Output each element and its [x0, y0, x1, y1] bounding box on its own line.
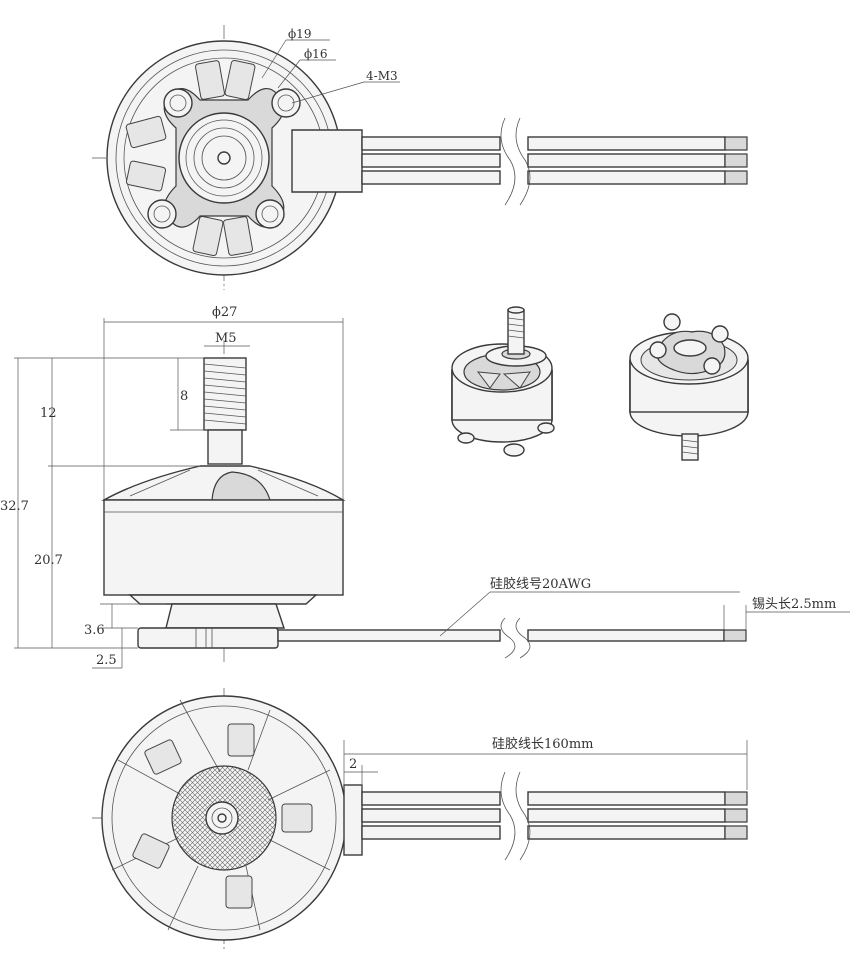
bell-body — [103, 499, 344, 596]
dim-shaft-height: 12 — [40, 406, 57, 421]
iso-view-bottom — [629, 313, 749, 461]
bottom-wires — [361, 771, 748, 861]
dim-base-height-b: 2.5 — [96, 653, 117, 668]
shaft-body — [207, 429, 243, 465]
screw-hole-2 — [271, 88, 301, 118]
bottom-wire-exit — [343, 784, 363, 856]
dim-thread-length: 8 — [180, 389, 188, 404]
dim-total-height: 32.7 — [0, 499, 29, 514]
top-view: ϕ19 ϕ16 4-M3 — [92, 25, 748, 290]
wire-length-label: 硅胶线长160mm — [492, 736, 593, 752]
screw-hole-3 — [147, 199, 177, 229]
iso-view-top — [451, 306, 555, 457]
dim-top-outer-dia: ϕ19 — [288, 27, 311, 41]
top-coils — [125, 59, 256, 257]
dim-top-inner-dia: ϕ16 — [304, 47, 327, 61]
side-wire — [277, 629, 501, 642]
screw-hole-1 — [163, 88, 193, 118]
dim-shaft-thread: M5 — [215, 331, 237, 346]
dim-base-height-a: 3.6 — [84, 623, 105, 638]
dim-screw-label: 4-M3 — [366, 69, 398, 83]
tin-head-label: 锡头长2.5mm — [752, 597, 836, 612]
bottom-view: 硅胶线长160mm 2 — [92, 688, 748, 950]
dim-bell-diameter: ϕ27 — [212, 305, 237, 320]
dim-body-height: 20.7 — [34, 553, 63, 568]
bottom-coils — [132, 723, 313, 909]
wire-gauge-label: 硅胶线号20AWG — [490, 576, 591, 592]
screw-hole-4 — [255, 199, 285, 229]
stator-base — [165, 603, 285, 629]
top-hub — [178, 112, 270, 204]
base-plate — [137, 627, 279, 649]
top-wires — [361, 117, 748, 206]
dim-gap: 2 — [349, 757, 357, 772]
side-view: ϕ27 M5 — [0, 305, 850, 669]
top-wire-exit — [291, 129, 363, 193]
